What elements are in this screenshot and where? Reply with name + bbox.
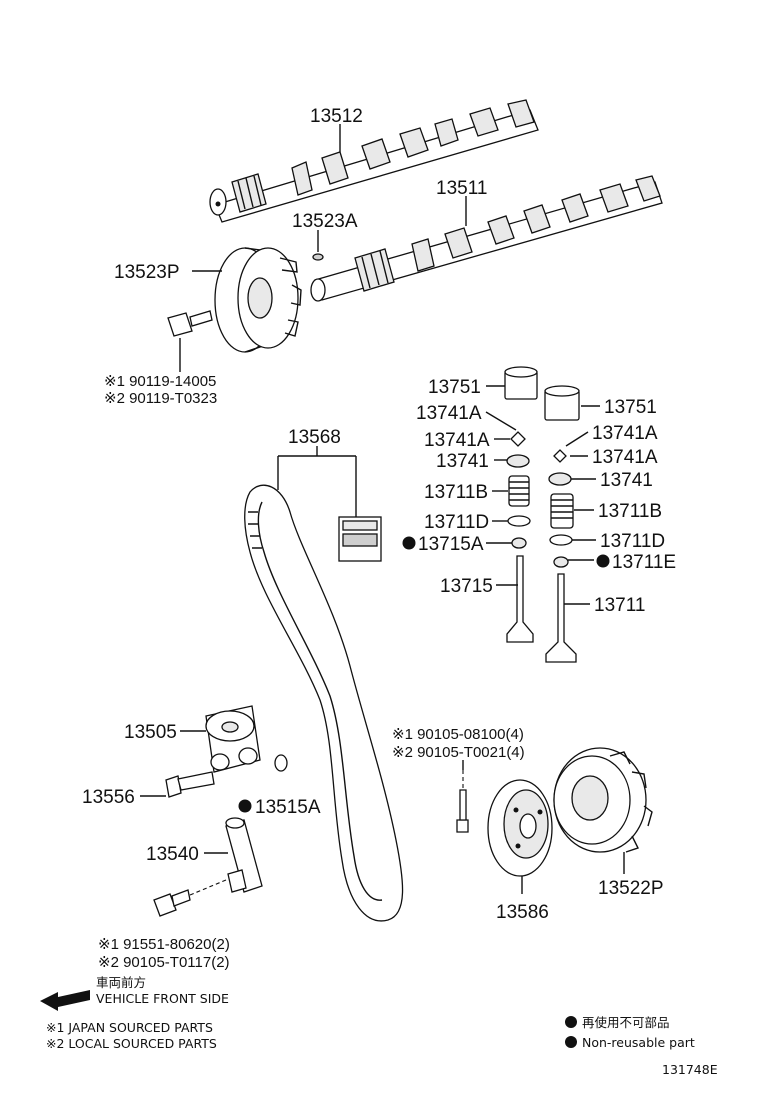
front-label-en: VEHICLE FRONT SIDE (96, 991, 229, 1006)
leader-lines (140, 124, 625, 894)
label-bolt-c: ※1 90105-08100(4) (392, 726, 524, 743)
label-13711D-left: 13711D (424, 512, 489, 533)
label-13741A-1: 13741A (416, 403, 482, 424)
valve-lifter-left (504, 366, 538, 400)
label-13511: 13511 (436, 178, 487, 199)
label-13523A: 13523A (292, 211, 358, 232)
label-13741-left: 13741 (436, 451, 489, 472)
seal-right (553, 556, 569, 568)
key-13523A (312, 253, 324, 261)
label-13741-right: 13741 (600, 470, 653, 491)
label-13741A-3: 13741A (424, 430, 490, 451)
label-13711E: 13711E (612, 552, 676, 573)
label-13523P: 13523P (114, 262, 180, 283)
valve-lifter-right (544, 385, 580, 421)
camshaft-13511 (310, 175, 663, 302)
crank-pulley-13522P (553, 747, 653, 853)
label-13522P: 13522P (598, 878, 664, 899)
nonreuse-label-en: Non-reusable part (582, 1035, 695, 1050)
belt-segment-sample (338, 516, 382, 562)
label-13568: 13568 (288, 427, 341, 448)
front-arrow (40, 990, 90, 1011)
label-13751-right: 13751 (604, 397, 657, 418)
valve-13715 (506, 555, 534, 643)
label-13711B-right: 13711B (598, 501, 662, 522)
camshaft-13512 (209, 99, 539, 223)
note-local-sourced: ※2 LOCAL SOURCED PARTS (46, 1036, 217, 1051)
label-13715A: 13715A (418, 534, 484, 555)
seal-left (511, 537, 527, 549)
cam-pulley-13523P (214, 247, 302, 353)
nonreuse-label-jp: 再使用不可部品 (582, 1015, 670, 1030)
valve-13711 (545, 573, 577, 663)
label-bolt-f: ※2 90105-T0117(2) (98, 954, 230, 971)
spring-left (508, 475, 530, 507)
label-bolt-a: ※1 90119-14005 (104, 373, 216, 390)
legend-dot-en (565, 1036, 577, 1048)
label-13515A: 13515A (255, 797, 321, 818)
bolt-90119 (167, 310, 213, 337)
note-japan-sourced: ※1 JAPAN SOURCED PARTS (46, 1020, 213, 1035)
seat-right (549, 534, 573, 546)
label-13741A-2: 13741A (592, 423, 658, 444)
label-bolt-d: ※2 90105-T0021(4) (392, 744, 525, 761)
label-13715: 13715 (440, 576, 493, 597)
front-label-jp: 車両前方 (96, 975, 146, 990)
legend-dot-jp (565, 1016, 577, 1028)
label-13556: 13556 (82, 787, 135, 808)
nonreuse-dot-13711E (596, 554, 610, 568)
figure-id: 131748E (662, 1062, 718, 1077)
label-bolt-b: ※2 90119-T0323 (104, 390, 217, 407)
label-bolt-e: ※1 91551-80620(2) (98, 936, 230, 953)
seat-left (507, 515, 531, 527)
label-13711: 13711 (594, 595, 645, 616)
idler-13505 (205, 705, 261, 773)
label-13512: 13512 (310, 106, 363, 127)
retainer-left (506, 454, 530, 468)
bolt-13556 (165, 771, 215, 798)
label-13711D-right: 13711D (600, 531, 665, 552)
bolt-90105 (456, 770, 469, 833)
keeper-right (553, 449, 567, 463)
crank-pulley-13586 (487, 779, 553, 877)
nonreuse-dot-13715A (402, 536, 416, 550)
spring-right (550, 493, 574, 529)
washer-13515A (274, 754, 288, 772)
tensioner-13540 (225, 817, 263, 893)
keeper-left (510, 431, 526, 447)
label-13711B-left: 13711B (424, 482, 488, 503)
label-13741A-4: 13741A (592, 447, 658, 468)
retainer-right (548, 472, 572, 486)
nonreuse-dot-13515A (238, 799, 252, 813)
timing-belt-13568 (244, 484, 404, 922)
label-13751-left: 13751 (428, 377, 481, 398)
label-13540: 13540 (146, 844, 199, 865)
label-13586: 13586 (496, 902, 549, 923)
label-13505: 13505 (124, 722, 177, 743)
bolt-91551 (153, 879, 227, 917)
